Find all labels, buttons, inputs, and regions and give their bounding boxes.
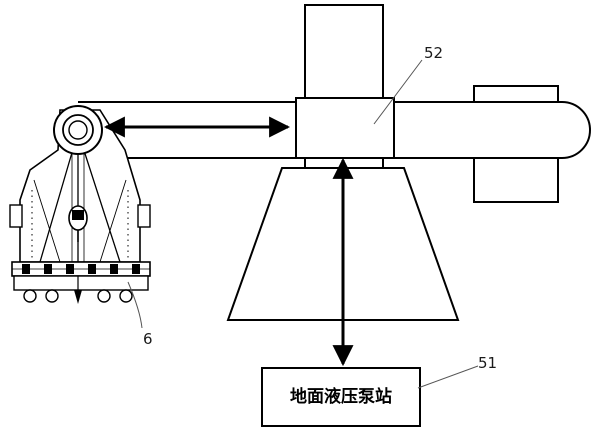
label-pump-station-51: 51 [478, 354, 497, 372]
label-cutting-head-6: 6 [143, 330, 153, 348]
pump-station-box [261, 367, 421, 427]
leader-line-51 [417, 365, 479, 389]
cutting-head-assembly [9, 105, 151, 304]
label-guide-slider-52: 52 [424, 44, 443, 62]
pump-station-label: 地面液压泵站 [290, 386, 392, 407]
leader-line-6 [127, 281, 143, 329]
leader-line-52 [373, 59, 423, 125]
guide-slider-block [295, 97, 395, 159]
